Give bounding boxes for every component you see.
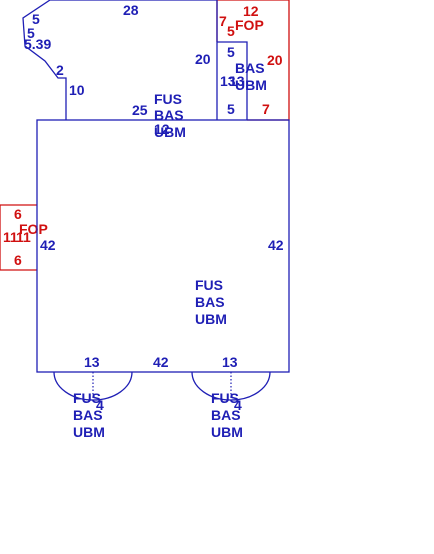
small-bay-code-bas: BAS <box>235 60 265 76</box>
porch-left-dim-top: 6 <box>14 206 22 222</box>
front-porch-left: 6 11 11 6 FOP <box>0 204 48 271</box>
upper-area-label: 12 <box>154 121 170 137</box>
bay-right-code-ubm: UBM <box>211 424 243 440</box>
main-code-bas: BAS <box>195 294 225 310</box>
upper-code-bas: BAS <box>154 107 184 123</box>
main-code-fus: FUS <box>195 277 223 293</box>
porch-top-dim-left: 7 <box>219 13 227 29</box>
upper-code-fus: FUS <box>154 91 182 107</box>
porch-top-dim-inner: 5 <box>227 23 235 39</box>
porch-top-code: FOP <box>235 17 264 33</box>
upper-dim-left-1: 5 <box>32 11 40 27</box>
porch-top-dim-right: 20 <box>267 52 283 68</box>
main-dim-right: 42 <box>268 237 284 253</box>
main-dim-left: 42 <box>40 237 56 253</box>
bay-window-right: 13 4 FUS BAS UBM <box>191 354 271 440</box>
bay-left-code-bas: BAS <box>73 407 103 423</box>
upper-dim-left-2: 5 <box>27 25 35 41</box>
bay-right-dim-chord: 13 <box>222 354 238 370</box>
porch-top-dim-top: 12 <box>243 3 259 19</box>
porch-left-code: FOP <box>19 221 48 237</box>
bay-left-dim-depth: 4 <box>96 397 104 413</box>
main-section-outline <box>36 119 290 373</box>
main-section: 42 42 42 FUS BAS UBM <box>36 119 290 373</box>
upper-code-ubm: UBM <box>154 124 186 140</box>
bay-left-dim-chord: 13 <box>84 354 100 370</box>
bay-window-left: 13 4 FUS BAS UBM <box>53 354 133 440</box>
bay-left-code-ubm: UBM <box>73 424 105 440</box>
porch-left-dim-side-1: 11 <box>3 229 18 245</box>
small-bay-dim-left: 13 <box>220 73 236 89</box>
porch-left-dim-side-2: 11 <box>16 229 31 245</box>
bay-right-arc <box>191 371 271 401</box>
upper-dim-top: 28 <box>123 2 139 18</box>
porch-left-outline <box>0 204 37 271</box>
main-code-ubm: UBM <box>195 311 227 327</box>
porch-left-dim-bottom: 6 <box>14 252 22 268</box>
porch-top-dim-bottom: 7 <box>262 101 270 117</box>
bay-right-code-bas: BAS <box>211 407 241 423</box>
small-bay-dim-bottom: 5 <box>227 101 235 117</box>
upper-dim-bottom: 25 <box>132 102 148 118</box>
upper-section-outline <box>22 0 218 120</box>
small-bay-dim-top: 5 <box>227 44 235 60</box>
bay-left-code-fus: FUS <box>73 390 101 406</box>
bay-right-dim-depth: 4 <box>234 397 242 413</box>
small-bay-code-ubm: UBM <box>235 77 267 93</box>
upper-dim-diagonal: 5.39 <box>24 36 51 52</box>
upper-section: 28 5 5 5.39 2 10 25 20 FUS BAS 12 UBM <box>22 0 218 140</box>
small-bay-outline <box>217 41 248 120</box>
bay-right-code-fus: FUS <box>211 390 239 406</box>
bay-left-arc <box>53 371 133 401</box>
upper-dim-lower-left: 10 <box>69 82 85 98</box>
upper-dim-notch: 2 <box>56 62 64 78</box>
small-bay-dim-right: 13 <box>229 73 245 89</box>
small-bay: 5 13 13 5 BAS UBM <box>217 41 267 120</box>
main-dim-bottom: 42 <box>153 354 169 370</box>
upper-dim-right: 20 <box>195 51 211 67</box>
